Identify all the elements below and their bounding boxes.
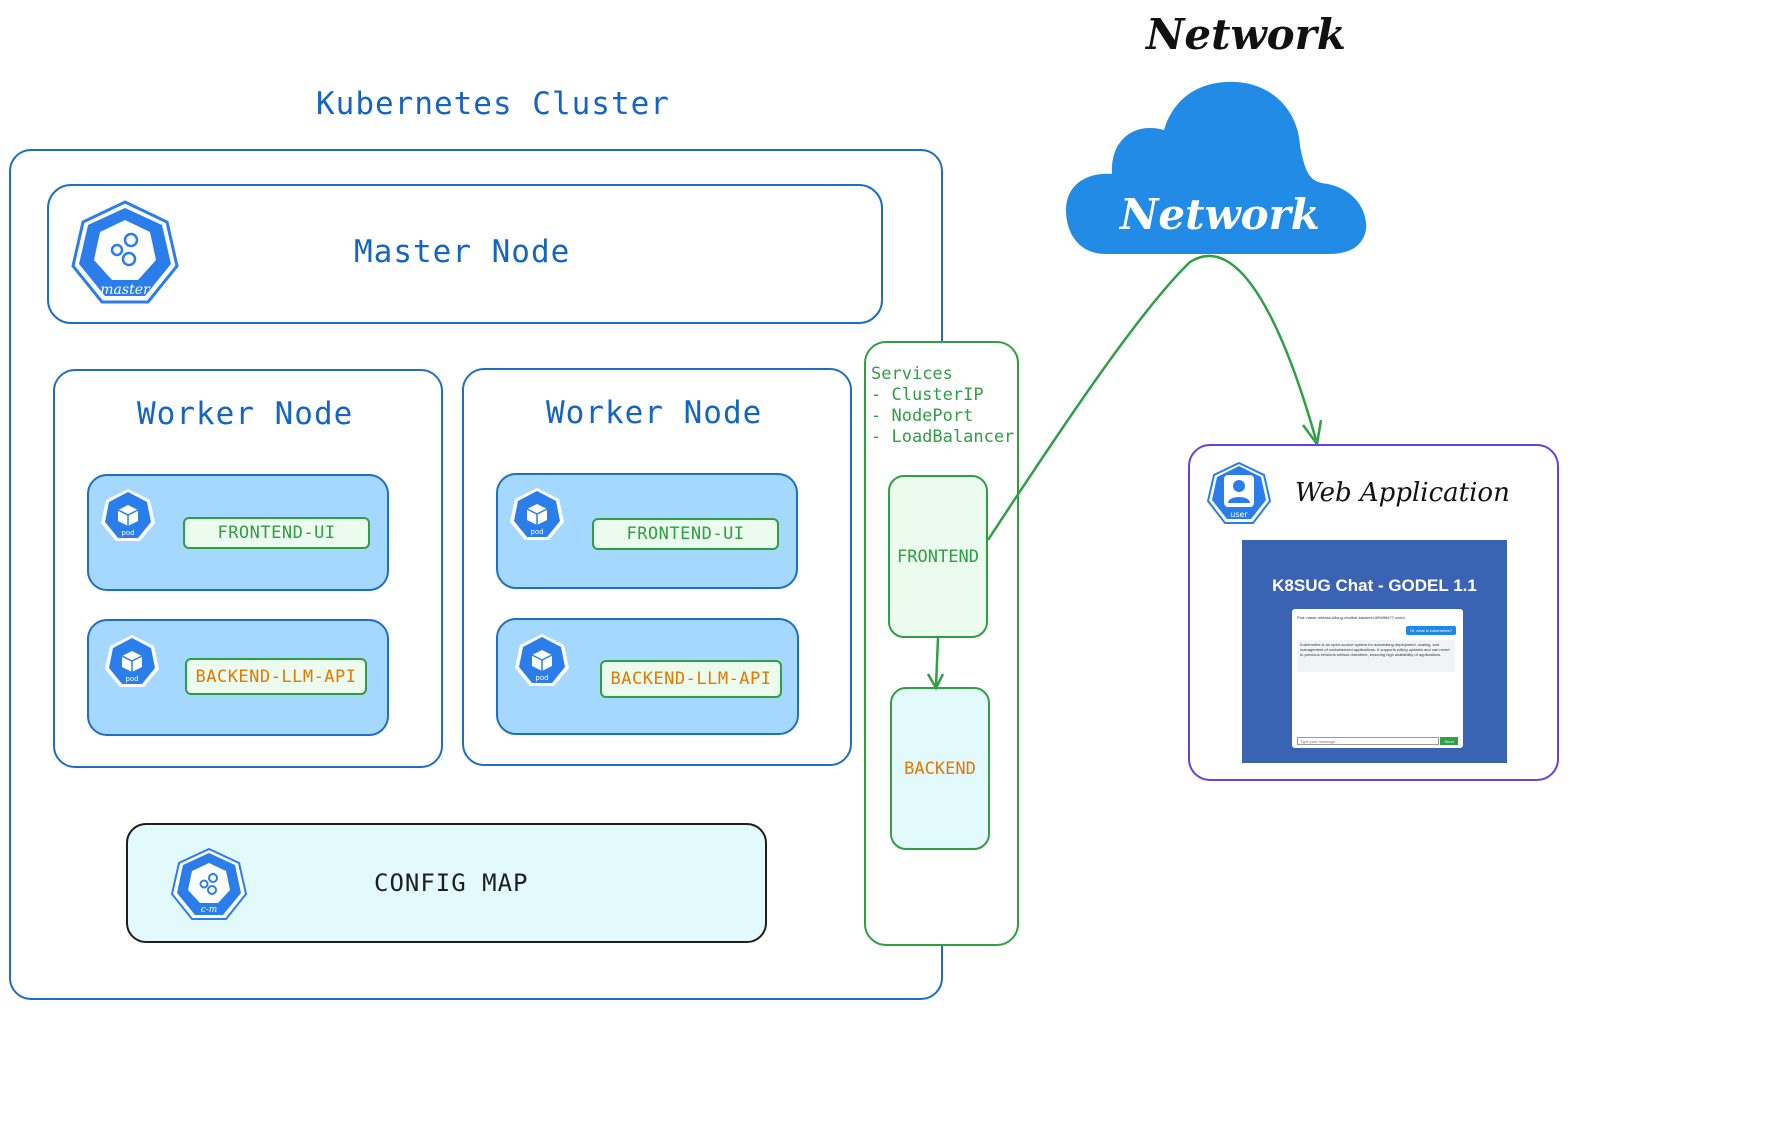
chat-user-message: Hi, what is kubernetes? [1406, 626, 1456, 635]
backend-service: BACKEND [890, 687, 990, 850]
service-type-clusterip: - ClusterIP [871, 385, 984, 405]
chat-title: K8SUG Chat - GODEL 1.1 [1272, 576, 1477, 595]
pod-icon: pod [100, 487, 156, 543]
frontend-ui-chip: FRONTEND-UI [592, 518, 779, 550]
arrowhead [926, 673, 945, 691]
config-map-label: CONFIG MAP [374, 869, 529, 897]
svg-text:pod: pod [535, 674, 548, 682]
master-icon-label: master [100, 282, 151, 298]
svg-text:c-m: c-m [201, 905, 218, 915]
network-link-arrow [986, 254, 1318, 541]
services-heading: Services [871, 364, 953, 384]
cloud-label: Network [1120, 190, 1320, 239]
master-node [47, 184, 883, 324]
frontend-service: FRONTEND [888, 475, 988, 638]
user-icon: user [1206, 461, 1272, 525]
backend-llm-api-chip: BACKEND-LLM-API [185, 658, 367, 695]
cloud-icon [1066, 80, 1368, 256]
master-icon: master [70, 198, 180, 306]
frontend-ui-chip: FRONTEND-UI [183, 517, 370, 549]
pod-icon: pod [514, 632, 570, 688]
worker-node-1-label: Worker Node [137, 396, 354, 432]
chat-bot-message: Kubernetes is an open-source system for … [1297, 640, 1455, 672]
pod-icon: pod [509, 486, 565, 542]
pod-icon: pod [104, 633, 160, 689]
svg-text:pod: pod [530, 528, 543, 536]
master-node-label: Master Node [354, 234, 571, 270]
config-map-icon: c-m [170, 847, 248, 921]
network-title: Network [1146, 10, 1346, 59]
cluster-title: Kubernetes Cluster [316, 86, 670, 122]
frontend-to-backend-arrow [934, 637, 940, 687]
worker-node-2-label: Worker Node [546, 395, 763, 431]
web-application-label: Web Application [1295, 478, 1510, 508]
chat-pod-line: Pod: name-release-k8sug-chatbot-backend-… [1297, 615, 1405, 620]
service-type-loadbalancer: - LoadBalancer [871, 427, 1015, 447]
service-type-nodeport: - NodePort [871, 406, 974, 426]
svg-text:user: user [1230, 510, 1248, 519]
chat-send-button: Send [1440, 737, 1458, 745]
backend-llm-api-chip: BACKEND-LLM-API [600, 660, 782, 698]
chat-message-input: Type your message... [1297, 737, 1439, 745]
svg-text:pod: pod [125, 675, 138, 683]
services-panel [864, 341, 1019, 946]
svg-text:pod: pod [121, 529, 134, 537]
